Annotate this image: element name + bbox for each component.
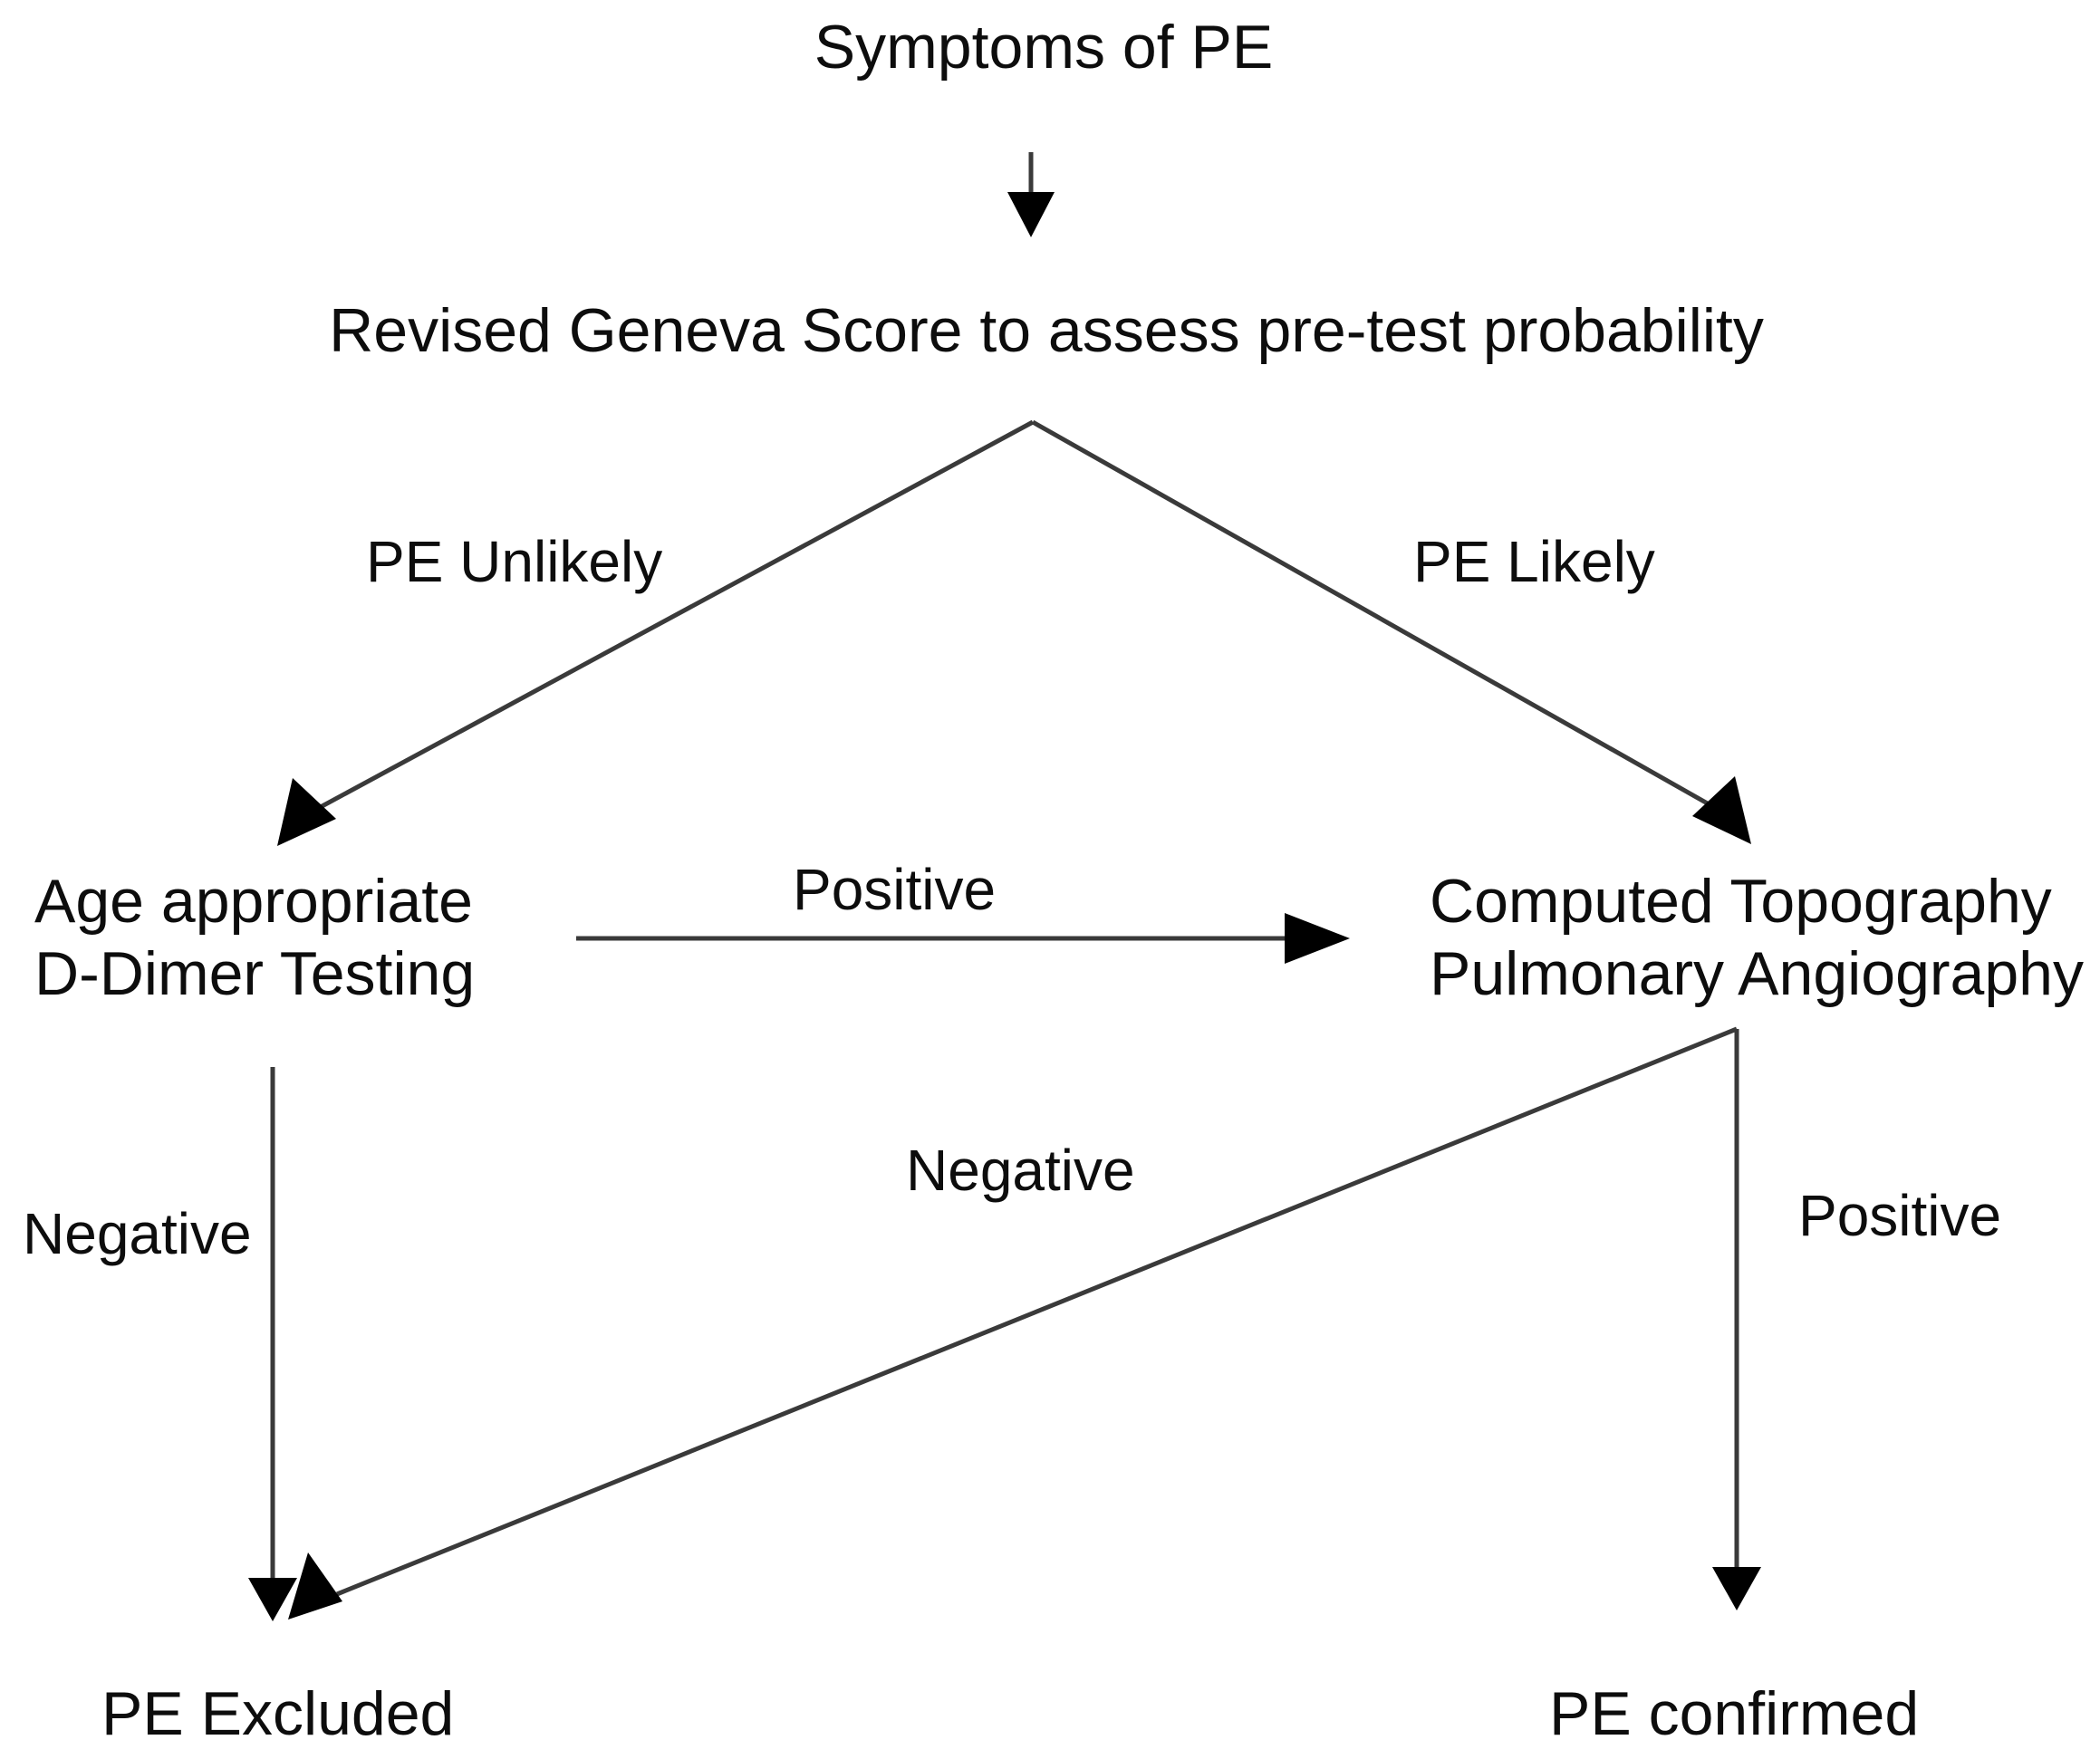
edge-label-pe-likely: PE Likely xyxy=(1413,529,1655,594)
edge-label-negative-ctpa: Negative xyxy=(906,1138,1135,1203)
edge-label-pe-unlikely: PE Unlikely xyxy=(366,529,663,594)
edge-ctpa-to-confirmed xyxy=(1712,1029,1761,1610)
node-pe-confirmed: PE confirmed xyxy=(1549,1679,1920,1748)
node-ddimer-line1: Age appropriate xyxy=(34,867,473,936)
node-ddimer-line2: D-Dimer Testing xyxy=(34,939,476,1009)
edge-label-negative-ddimer: Negative xyxy=(23,1201,252,1266)
node-age-appropriate-d-dimer-testing: Age appropriate D-Dimer Testing xyxy=(34,865,475,1010)
edge-label-positive-ctpa: Positive xyxy=(1798,1183,2002,1248)
node-pe-excluded: PE Excluded xyxy=(101,1679,455,1748)
edge-geneva-to-ddimer xyxy=(277,419,1035,846)
edge-ddimer-to-ctpa xyxy=(576,913,1350,964)
node-ctpa-line2: Pulmonary Angiography xyxy=(1430,939,2085,1009)
node-revised-geneva-score: Revised Geneva Score to assess pre-test … xyxy=(329,296,1764,365)
edge-ddimer-to-excluded xyxy=(248,1067,297,1621)
node-symptoms-of-pe: Symptoms of PE xyxy=(814,13,1274,82)
edge-ctpa-to-excluded xyxy=(288,1026,1738,1620)
edge-geneva-to-ctpa xyxy=(1031,419,1751,844)
edge-symptoms-to-geneva xyxy=(1007,152,1055,237)
node-computed-topography-pulmonary-angiography: Computed Topography Pulmonary Angiograph… xyxy=(1430,865,2084,1010)
edge-label-positive-ddimer: Positive xyxy=(793,857,997,922)
node-ctpa-line1: Computed Topography xyxy=(1430,867,2052,936)
